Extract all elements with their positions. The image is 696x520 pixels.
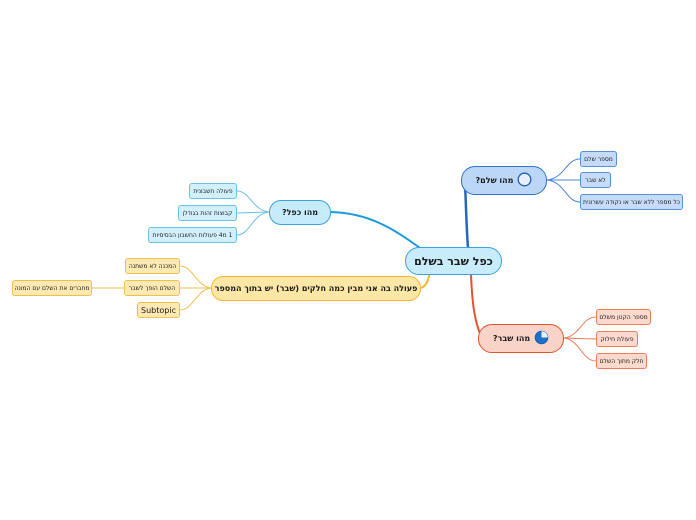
connector-multiply-sub3 [236,211,270,236]
topic-what-is-fraction[interactable]: מהו שבר? [478,324,564,353]
subtopic-action-3[interactable]: Subtopic [137,302,180,318]
topic-label: מהו שבר? [492,334,531,343]
connector-multiply-sub1 [236,190,270,213]
connector-fraction-sub2 [563,337,597,340]
subtopic-action-1[interactable]: המכנה לא משתנה [125,258,180,274]
connector-central-to-fraction [470,273,482,337]
subtopic-fraction-2[interactable]: פעולת חילוק [596,331,638,347]
connector-central-to-multiply [330,211,421,249]
central-topic[interactable]: כפל שבר בשלם [405,247,502,275]
connector-central-to-whole [463,184,470,249]
topic-what-is-whole[interactable]: מהו שלם? [461,166,547,195]
circle-icon [517,172,532,189]
detail-action-2[interactable]: מחברים את השלם עם המונה [12,280,92,296]
subtopic-whole-2[interactable]: לא שבר [580,172,611,188]
subtopic-multiply-1[interactable]: פעולה חשבונית [189,183,237,199]
subtopic-multiply-3[interactable]: 1 מ4 פעולות החשבון הבסיסיות [148,227,237,243]
topic-action[interactable]: פעולה בה אני מבין כמה חלקים (שבר) יש בתו… [211,276,421,301]
subtopic-whole-3[interactable]: כל מספר ללא שבר או נקודה עשרונית [580,194,683,210]
connector-action-sub3 [179,287,212,311]
pie-chart-icon [534,330,549,347]
subtopic-action-2[interactable]: השלם הופך לשבר [124,280,180,296]
connector-fraction-sub1 [563,316,597,339]
connector-action-sub1 [179,265,212,289]
subtopic-fraction-3[interactable]: חלק מתוך השלם [596,353,647,369]
connector-whole-sub1 [546,158,581,181]
connector-multiply-sub2 [236,211,270,214]
topic-label: מהו שלם? [475,176,514,185]
subtopic-multiply-2[interactable]: קבוצות זהות בגודלן [178,205,237,221]
topic-what-is-multiply[interactable]: מהו כפל? [269,200,331,225]
subtopic-whole-1[interactable]: מספר שלם [580,151,617,167]
subtopic-fraction-1[interactable]: מספר הקטן משלם [596,309,651,325]
connector-whole-sub3 [546,179,581,203]
connector-fraction-sub3 [563,337,597,362]
